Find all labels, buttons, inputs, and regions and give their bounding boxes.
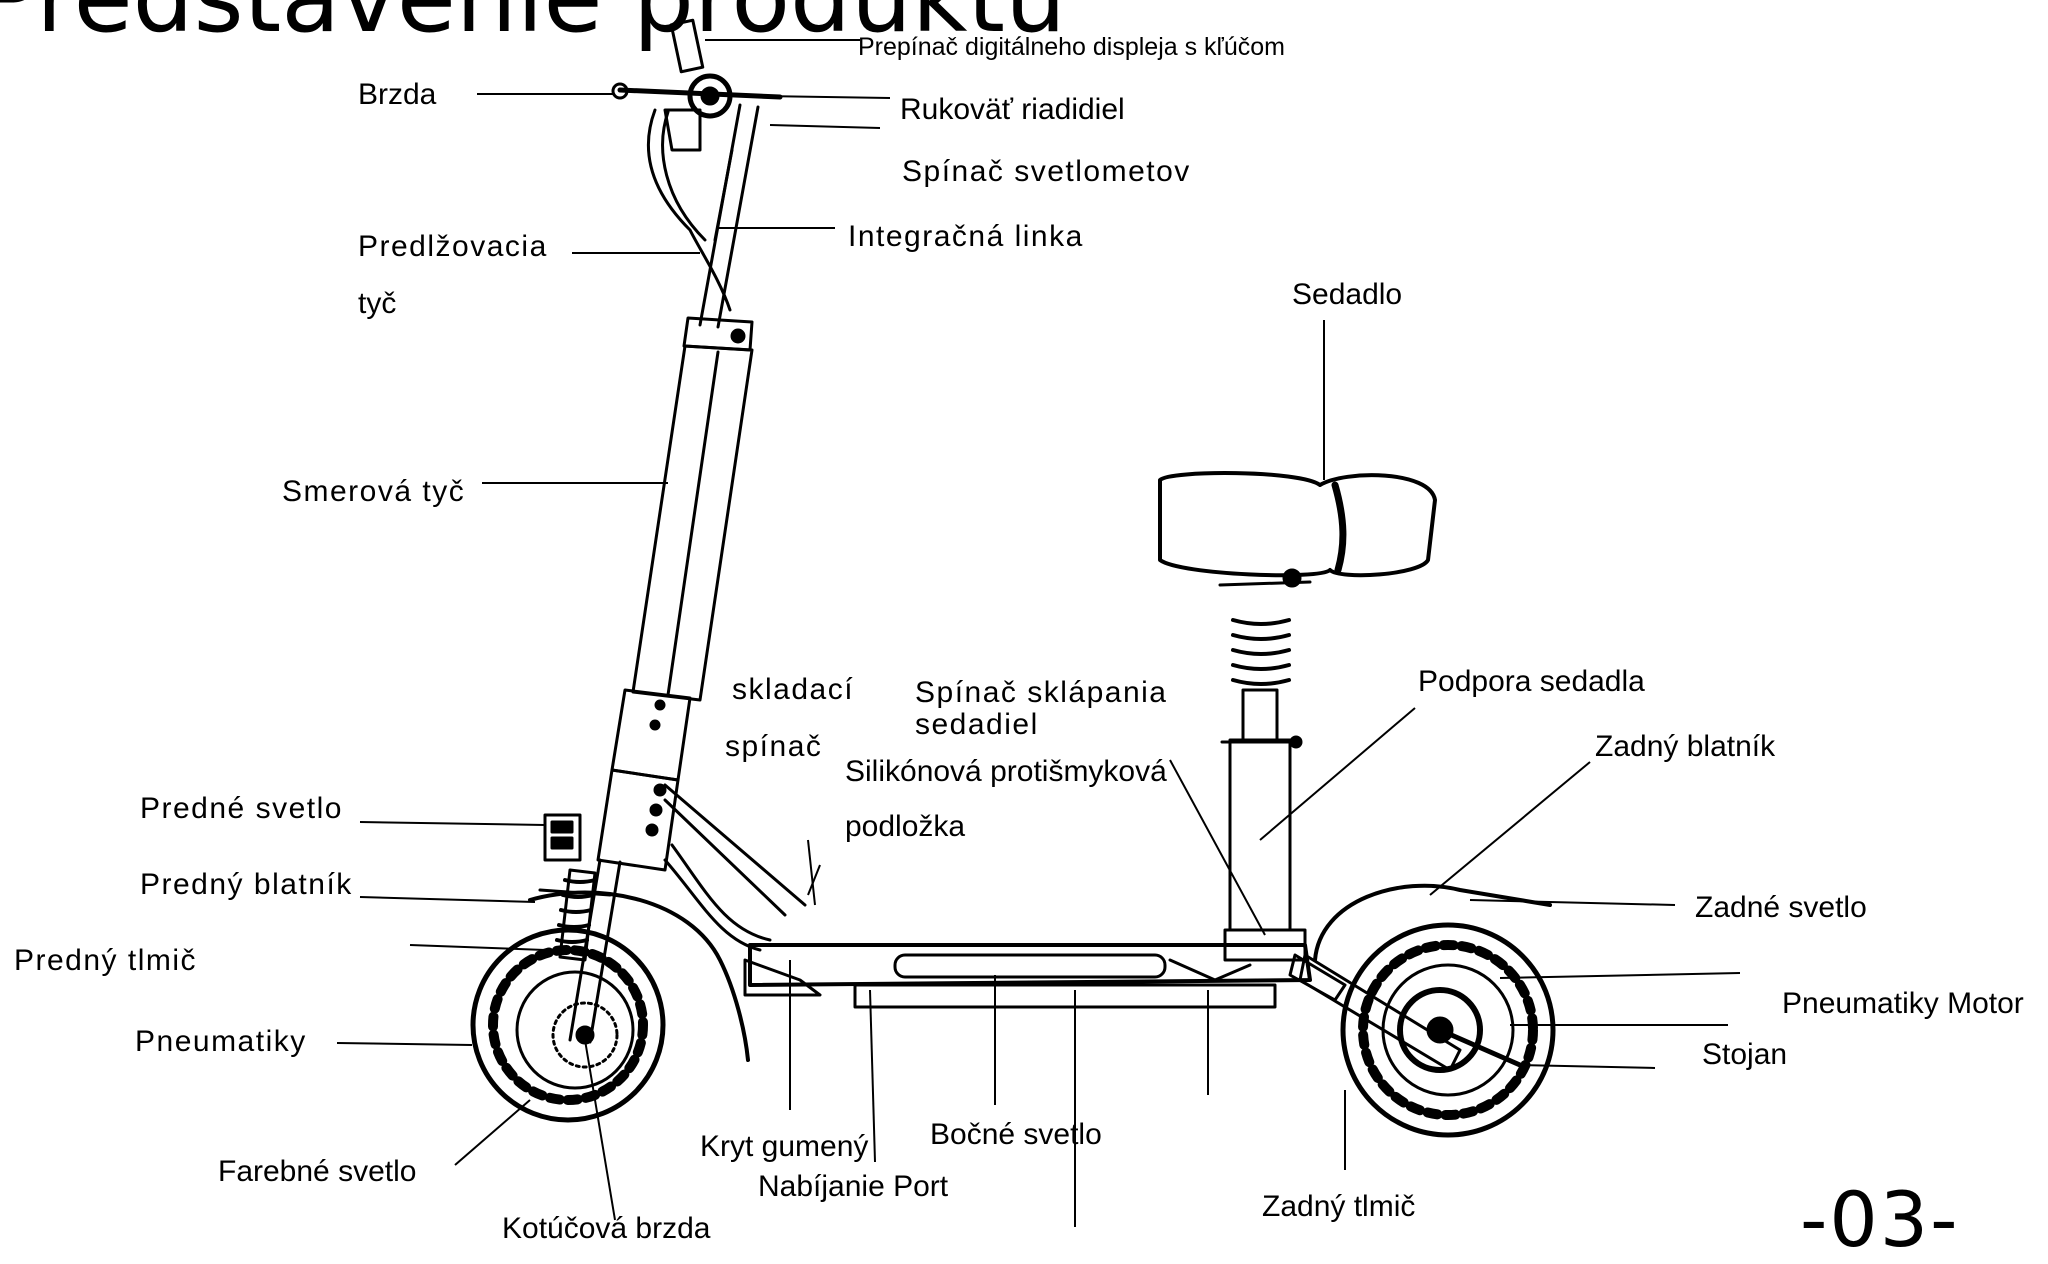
label-rear-shock: Zadný tlmič — [1262, 1190, 1416, 1223]
front-light-body — [543, 813, 582, 862]
label-headlight-switch: Spínač svetlometov — [902, 155, 1191, 188]
page-title: Predstavenie produktu — [0, 0, 1066, 48]
label-folding-switch-2: spínač — [725, 730, 823, 763]
rear-fender-shape — [1313, 883, 1552, 962]
front-spring — [555, 878, 597, 944]
label-extension-rod-1: Predlžovacia — [358, 230, 548, 263]
label-display-switch: Prepínač digitálneho displeja s kľúčom — [858, 33, 1285, 61]
label-rubber-cover: Kryt gumený — [700, 1130, 869, 1163]
page-number: -03- — [1800, 1175, 1960, 1264]
display-unit — [669, 18, 705, 74]
label-brake: Brzda — [358, 78, 437, 111]
label-charging-port: Nabíjanie Port — [758, 1170, 949, 1203]
label-color-light: Farebné svetlo — [218, 1155, 417, 1188]
seat-post — [1228, 738, 1292, 932]
label-silicone-pad-1: Silikónová protišmyková — [845, 755, 1167, 788]
label-rear-light: Zadné svetlo — [1695, 891, 1867, 924]
seat-shape — [1158, 471, 1437, 578]
rear-wheel — [1340, 922, 1556, 1138]
label-disc-brake: Kotúčová brzda — [502, 1212, 711, 1245]
label-silicone-pad-2: podložka — [845, 810, 966, 843]
leader-lines — [336, 39, 1741, 1227]
label-extension-rod-2: tyč — [358, 287, 397, 320]
label-tires-motor: Pneumatiky Motor — [1782, 987, 2024, 1020]
seat-spring — [1231, 618, 1291, 686]
label-side-light: Bočné svetlo — [930, 1118, 1102, 1151]
handlebar-knob — [687, 73, 733, 119]
deck — [748, 943, 1312, 987]
label-steering-rod: Smerová tyč — [282, 475, 466, 508]
label-front-light: Predné svetlo — [140, 792, 343, 825]
label-seat-fold-switch-2: sedadiel — [915, 708, 1039, 741]
label-folding-switch-1: skladací — [732, 673, 855, 706]
label-integration-line: Integračná linka — [848, 220, 1084, 253]
label-seat: Sedadlo — [1292, 278, 1403, 311]
label-stand: Stojan — [1702, 1038, 1788, 1071]
label-rear-fender: Zadný blatník — [1595, 730, 1776, 763]
label-seat-fold-switch-1: Spínač sklápania — [915, 676, 1168, 709]
scooter-illustration — [470, 18, 1556, 1138]
steering-rod-body — [631, 344, 754, 702]
label-front-fender: Predný blatník — [140, 868, 353, 901]
label-tires: Pneumatiky — [135, 1025, 307, 1058]
label-seat-support: Podpora sedadla — [1418, 665, 1645, 698]
handlebar-bar — [617, 87, 783, 100]
label-handlebar: Rukoväť riadidiel — [900, 93, 1125, 126]
label-front-shock: Predný tlmič — [14, 944, 198, 977]
deck-underside — [853, 983, 1277, 1009]
front-wheel — [470, 927, 666, 1123]
